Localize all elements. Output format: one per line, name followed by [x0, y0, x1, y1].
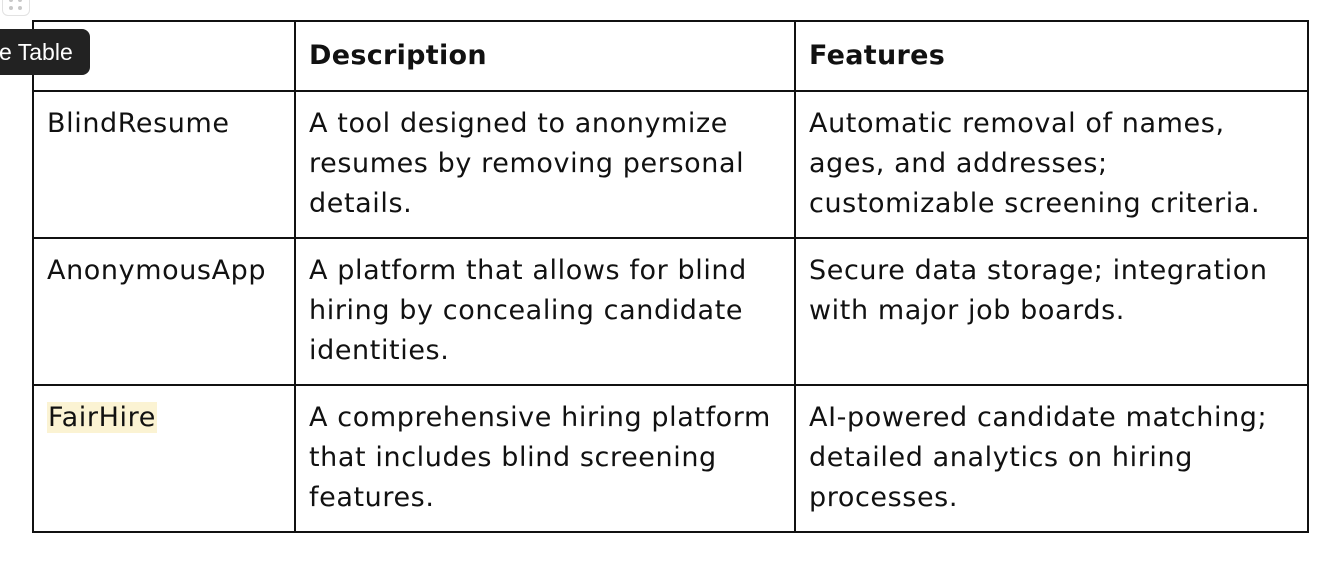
table-row: AnonymousApp A platform that allows for … [32, 237, 1309, 386]
cell-features[interactable]: Automatic removal of names, ages, and ad… [794, 90, 1309, 239]
table-label-text: e Table [0, 39, 73, 65]
cell-tool[interactable]: FairHire [32, 384, 296, 533]
cell-description[interactable]: A comprehensive hiring platform that inc… [294, 384, 796, 533]
column-header-features[interactable]: Features [794, 20, 1309, 92]
highlighted-text[interactable]: FairHire [47, 402, 157, 433]
cell-description[interactable]: A platform that allows for blind hiring … [294, 237, 796, 386]
table-label-badge[interactable]: e Table [0, 29, 90, 75]
data-table: ol Description Features BlindResume A to… [32, 20, 1309, 533]
table-row: FairHire A comprehensive hiring platform… [32, 384, 1309, 533]
table-row: BlindResume A tool designed to anonymize… [32, 90, 1309, 239]
cell-tool[interactable]: AnonymousApp [32, 237, 296, 386]
table-header-row: ol Description Features [32, 20, 1309, 92]
cell-features[interactable]: Secure data storage; integration with ma… [794, 237, 1309, 386]
drag-handle-icon[interactable] [2, 0, 30, 16]
cell-tool[interactable]: BlindResume [32, 90, 296, 239]
table-block: ol Description Features BlindResume A to… [32, 20, 1309, 533]
column-header-description[interactable]: Description [294, 20, 796, 92]
cell-features[interactable]: AI-powered candidate matching; detailed … [794, 384, 1309, 533]
cell-description[interactable]: A tool designed to anonymize resumes by … [294, 90, 796, 239]
